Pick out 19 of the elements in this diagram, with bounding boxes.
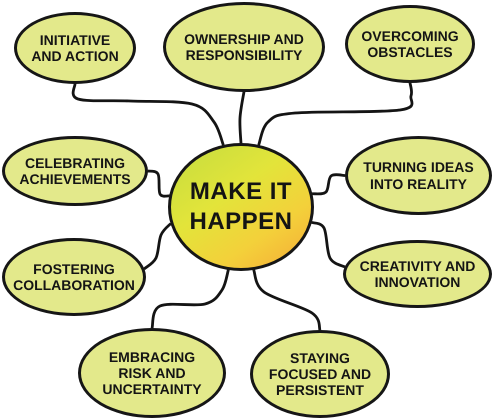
topic-label: FOSTERING COLLABORATION [12, 260, 136, 294]
topic-label: INITIATIVE AND ACTION [30, 32, 120, 64]
connector-line [72, 84, 225, 146]
connector-line [150, 269, 230, 329]
connector-line [143, 222, 172, 270]
connector-line [257, 82, 414, 146]
topic-label: STAYING FOCUSED AND PERSISTENT [268, 350, 372, 398]
connector-line [311, 221, 346, 268]
connector-line [252, 269, 322, 331]
connector-line [312, 173, 346, 196]
topic-label: OWNERSHIP AND RESPONSIBILITY [183, 30, 305, 64]
central-topic-label: MAKE IT HAPPEN [188, 177, 294, 237]
connector-line [148, 170, 170, 198]
topic-label: TURNING IDEAS INTO REALITY [362, 159, 475, 192]
connector-line [238, 91, 246, 144]
topic-label: CREATIVITY AND INNOVATION [358, 258, 476, 290]
topic-label: CELEBRATING ACHIEVEMENTS [18, 154, 132, 188]
topic-label: OVERCOMING OBSTACLES [360, 28, 460, 60]
topic-label: EMBRACING RISK AND UNCERTAINTY [101, 348, 203, 398]
